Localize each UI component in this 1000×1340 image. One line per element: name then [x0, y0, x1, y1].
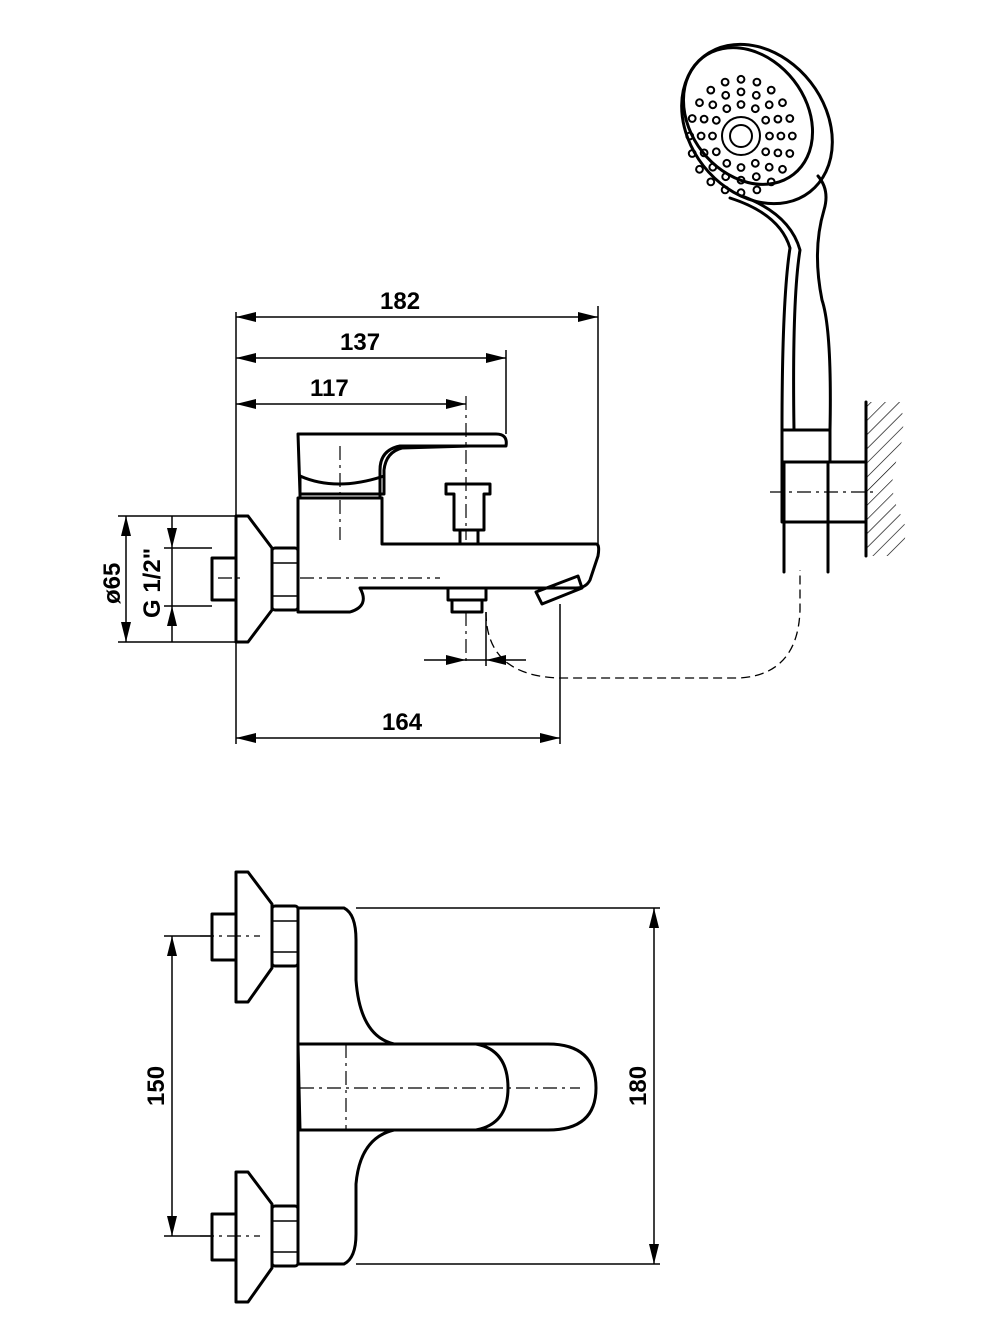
nozzle-dot: [785, 149, 795, 158]
nozzle-dot: [761, 147, 771, 157]
nozzle-dot: [773, 114, 783, 124]
nozzle-dot: [706, 177, 716, 187]
nozzle-dot: [711, 115, 721, 125]
nozzle-dot: [776, 131, 786, 141]
lever-handle: [296, 432, 508, 496]
nozzle-dot: [736, 87, 746, 97]
nozzle-dots: [685, 74, 797, 198]
dim-text-180: 180: [625, 1066, 652, 1106]
nozzle-dot: [722, 158, 732, 168]
shower-handle: [728, 174, 832, 432]
spout-aerator: [446, 586, 488, 614]
shower-hose: [485, 570, 801, 679]
wall-flange: [234, 514, 274, 644]
top-flange: [234, 870, 274, 1004]
top-view: 150 180: [143, 870, 660, 1304]
nozzle-dot: [711, 147, 721, 157]
nozzle-dot: [708, 100, 718, 110]
dim-text-thread: G 1/2": [139, 548, 166, 618]
nozzle-dot: [787, 131, 797, 141]
nozzle-dot: [706, 85, 716, 95]
nozzle-dot: [695, 164, 704, 174]
inlet-nipple: [210, 556, 238, 602]
nozzle-dot: [736, 74, 746, 84]
nozzle-dot: [766, 85, 776, 95]
nozzle-dot: [720, 77, 730, 87]
dimension-180: 180: [356, 907, 660, 1265]
top-lever: [296, 1042, 598, 1132]
nozzle-dot: [773, 148, 783, 158]
hand-shower: [680, 42, 906, 574]
dimension-150: 150: [143, 935, 212, 1237]
nozzle-dot: [685, 131, 695, 141]
dim-text-182: 182: [380, 288, 420, 315]
nozzle-dot: [736, 175, 746, 185]
spray-nozzles: [721, 116, 761, 156]
dim-text-150: 150: [143, 1066, 170, 1106]
wall-section: [866, 402, 906, 556]
nozzle-dot: [752, 77, 762, 87]
dim-text-diameter: ø65: [99, 563, 126, 604]
dimension-137: 137: [236, 329, 507, 434]
nozzle-dot: [736, 100, 746, 109]
hose-connector: [534, 574, 584, 606]
dimension-diameter: ø65: [99, 515, 236, 643]
dim-text-137: 137: [340, 329, 380, 356]
nozzle-dot: [687, 149, 697, 158]
diverter-knob: [444, 482, 492, 532]
dimension-182: 182: [235, 288, 599, 544]
nozzle-dot: [695, 98, 704, 108]
dimension-thread: G 1/2": [139, 516, 212, 642]
dimension-outlet-offset: [424, 612, 526, 666]
bottom-flange: [234, 1170, 274, 1304]
nozzle-dot: [765, 131, 774, 141]
nozzle-dot: [751, 172, 761, 182]
nozzle-dot: [699, 148, 709, 158]
mixer-body: [296, 496, 601, 614]
nozzle-dot: [750, 104, 760, 114]
nozzle-dot: [764, 162, 774, 172]
nozzle-dot: [751, 90, 761, 100]
nozzle-dot: [696, 131, 706, 141]
nozzle-dot: [736, 163, 746, 172]
top-body: [296, 906, 400, 1266]
nozzle-dot: [721, 90, 731, 100]
connector-nut: [270, 546, 300, 612]
nozzle-dot: [764, 100, 774, 110]
nozzle-dot: [687, 114, 697, 123]
nozzle-dot: [708, 162, 718, 172]
nozzle-dot: [720, 185, 730, 195]
dimension-117: 117: [236, 375, 466, 409]
nozzle-dot: [778, 98, 787, 108]
nozzle-dot: [778, 164, 787, 174]
nozzle-dot: [766, 177, 776, 187]
dim-text-164: 164: [382, 709, 423, 736]
nozzle-dot: [752, 185, 762, 195]
nozzle-dot: [750, 158, 760, 168]
side-view: 182 137 117 164: [99, 288, 801, 744]
dim-text-117: 117: [310, 375, 349, 402]
nozzle-dot: [722, 104, 732, 114]
nozzle-dot: [708, 131, 717, 141]
nozzle-dot: [785, 114, 795, 123]
dimension-164: 164: [235, 604, 561, 744]
holder-ring: [780, 428, 832, 464]
nozzle-dot: [699, 114, 709, 124]
nozzle-dot: [721, 172, 731, 182]
nozzle-dot: [761, 115, 771, 125]
